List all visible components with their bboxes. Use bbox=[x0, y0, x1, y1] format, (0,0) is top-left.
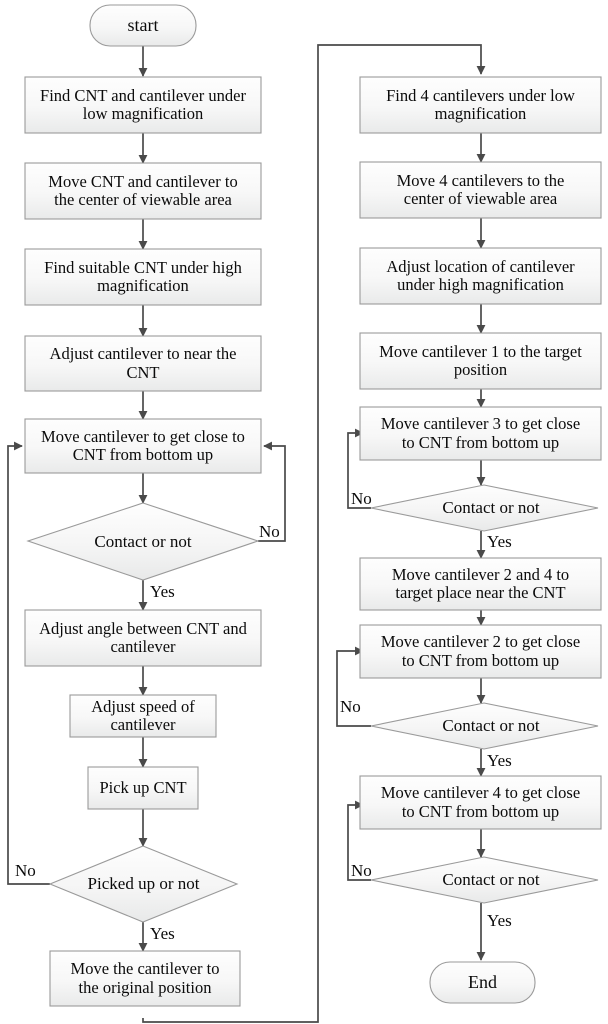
node-r6-shape bbox=[359, 557, 602, 611]
edge-d4-no-loop bbox=[336, 646, 371, 727]
node-l4-shape bbox=[24, 335, 262, 392]
edge-d1-no-loop bbox=[258, 441, 286, 542]
edge-label-d1-yes: Yes bbox=[150, 582, 175, 601]
node-l9-shape bbox=[49, 950, 241, 1007]
node-r3-shape bbox=[359, 247, 602, 305]
edge-label-d2-yes: Yes bbox=[150, 924, 175, 943]
node-d1-shape bbox=[26, 502, 260, 581]
edge-label-d4-yes: Yes bbox=[487, 751, 512, 770]
node-l7-shape bbox=[69, 694, 217, 738]
node-r1-shape bbox=[359, 76, 602, 134]
node-r2-shape bbox=[359, 161, 602, 219]
node-r8-shape bbox=[359, 775, 602, 830]
edge-label-d3-no: No bbox=[351, 489, 372, 508]
node-l5-shape bbox=[24, 418, 262, 474]
edge-label-d5-yes: Yes bbox=[487, 911, 512, 930]
edge-d2-no-loop bbox=[7, 441, 50, 885]
node-r7-shape bbox=[359, 624, 602, 679]
node-l8-shape bbox=[87, 766, 199, 810]
node-l1-shape bbox=[24, 76, 262, 134]
edge-l9-to-r1-return bbox=[142, 44, 486, 1023]
edge-label-d1-no: No bbox=[259, 522, 280, 541]
edge-d3-no-loop bbox=[347, 428, 371, 509]
node-l6-shape bbox=[24, 609, 262, 667]
node-r5-shape bbox=[359, 406, 602, 461]
edge-label-d2-no: No bbox=[15, 861, 36, 880]
node-d2-shape bbox=[48, 845, 239, 923]
node-start-shape bbox=[89, 4, 197, 47]
edge-d5-no-loop bbox=[347, 800, 371, 881]
edge-label-d5-no: No bbox=[351, 861, 372, 880]
node-end-shape bbox=[429, 961, 536, 1004]
node-l3-shape bbox=[24, 248, 262, 306]
edge-label-d3-yes: Yes bbox=[487, 532, 512, 551]
node-l2-shape bbox=[24, 162, 262, 220]
node-r4-shape bbox=[359, 332, 602, 390]
node-d5-shape bbox=[370, 856, 599, 904]
node-d4-shape bbox=[370, 702, 599, 750]
node-d3-shape bbox=[370, 484, 599, 532]
edge-label-d4-no: No bbox=[340, 697, 361, 716]
